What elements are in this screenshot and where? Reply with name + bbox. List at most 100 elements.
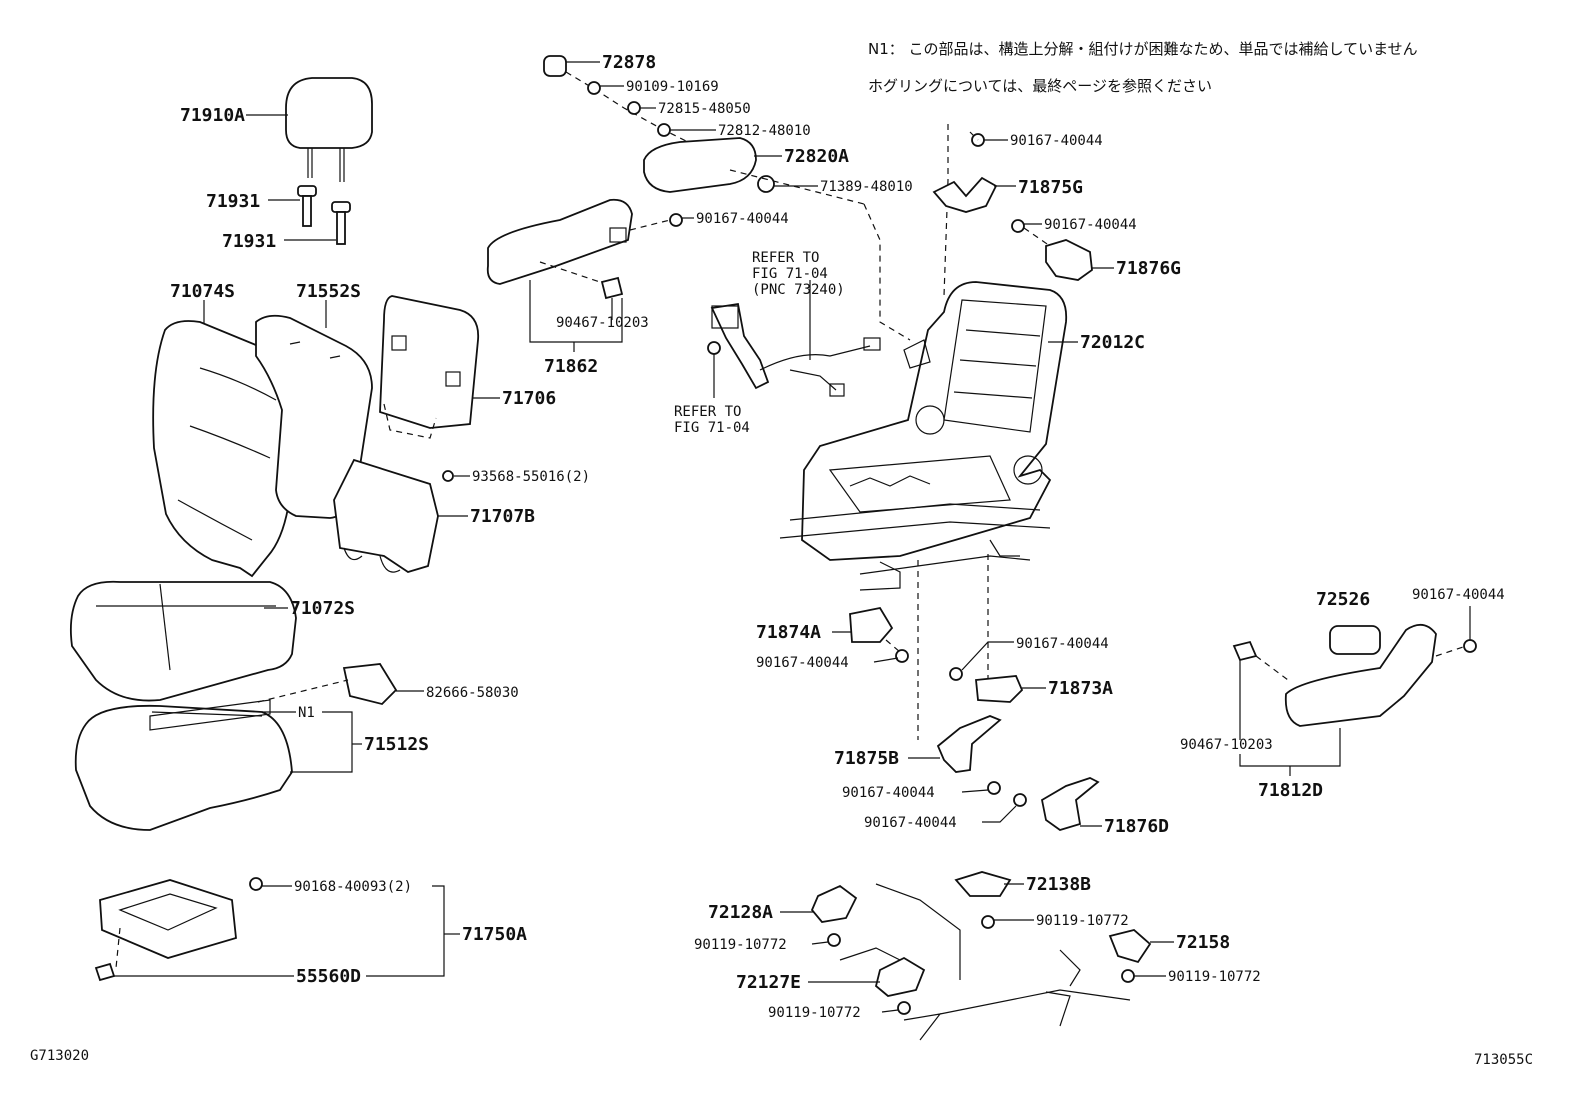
knob-72878 xyxy=(543,55,567,77)
label-72012C: 72012C xyxy=(1080,332,1145,353)
label-72526: 72526 xyxy=(1316,589,1370,610)
ref-b-line1: REFER TO xyxy=(674,404,741,420)
ref-b-line2: FIG 71-04 xyxy=(674,420,750,436)
label-90467-10203-a: 90467-10203 xyxy=(556,315,649,331)
bolt-icon xyxy=(707,341,721,355)
screw-icon xyxy=(1013,793,1027,807)
headrest-support-1 xyxy=(297,185,317,227)
screw-icon xyxy=(442,470,454,482)
note-n1: N1： この部品は、構造上分解・組付けが困難なため、単品では補給していません xyxy=(868,40,1418,58)
clip-icon xyxy=(600,276,624,300)
label-90167-40044-f: 90167-40044 xyxy=(1412,587,1505,603)
label-72128A: 72128A xyxy=(708,902,773,923)
label-72127E: 72127E xyxy=(736,972,801,993)
label-71074S: 71074S xyxy=(170,281,235,302)
seat-cushion-pad xyxy=(74,704,293,831)
seat-tray xyxy=(99,879,237,959)
screw-icon xyxy=(669,213,683,227)
washer-icon xyxy=(657,123,671,137)
label-90167-40044-e: 90167-40044 xyxy=(1016,636,1109,652)
label-71072S: 71072S xyxy=(290,598,355,619)
seatback-lower-panel xyxy=(333,458,439,573)
label-72815-48050: 72815-48050 xyxy=(658,101,751,117)
screw-icon xyxy=(1011,219,1025,233)
bolt-icon xyxy=(1121,969,1135,983)
seat-shield-71862 xyxy=(486,198,633,285)
bracket-71875B xyxy=(936,715,1002,773)
label-72820A: 72820A xyxy=(784,146,849,167)
recliner-cover-72820A xyxy=(643,137,757,193)
cushion-wire-frame xyxy=(149,699,271,731)
label-71512S: 71512S xyxy=(364,734,429,755)
label-90167-40044-a: 90167-40044 xyxy=(696,211,789,227)
note-hog-ring: ホグリングについては、最終ページを参照ください xyxy=(868,77,1212,95)
label-71706: 71706 xyxy=(502,388,556,409)
label-90119-10772-a: 90119-10772 xyxy=(694,937,787,953)
seatbelt-buckle xyxy=(710,302,881,397)
label-N1: N1 xyxy=(298,705,315,721)
label-90109-10169: 90109-10169 xyxy=(626,79,719,95)
label-90119-10772-c: 90119-10772 xyxy=(1036,913,1129,929)
bracket-71875G xyxy=(932,176,998,213)
label-71874A: 71874A xyxy=(756,622,821,643)
label-90167-40044-d: 90167-40044 xyxy=(756,655,849,671)
rail-sketch xyxy=(839,883,1131,1041)
cover-71874A xyxy=(849,606,894,643)
seat-cushion-cover xyxy=(69,580,297,702)
ref-a-line1: REFER TO xyxy=(752,250,819,266)
label-90167-40044-c: 90167-40044 xyxy=(1044,217,1137,233)
cover-72158 xyxy=(1108,929,1152,964)
label-82666-58030: 82666-58030 xyxy=(426,685,519,701)
label-72812-48010: 72812-48010 xyxy=(718,123,811,139)
headrest-support-2 xyxy=(331,201,351,245)
label-71389-48010: 71389-48010 xyxy=(820,179,913,195)
label-90167-40044-g: 90167-40044 xyxy=(842,785,935,801)
bushing-icon xyxy=(757,175,775,193)
clip-icon xyxy=(1232,640,1258,662)
label-90168-40093: 90168-40093(2) xyxy=(294,879,412,895)
label-93568-55016: 93568-55016(2) xyxy=(472,469,590,485)
cover-72138B xyxy=(954,871,1012,897)
cover-71876G xyxy=(1045,239,1093,281)
knob-72526 xyxy=(1329,625,1381,655)
label-71931-a: 71931 xyxy=(206,191,260,212)
label-71812D: 71812D xyxy=(1258,780,1323,801)
screw-icon xyxy=(895,649,909,663)
ref-a-line2: FIG 71-04 xyxy=(752,266,828,282)
label-71707B: 71707B xyxy=(470,506,535,527)
figure-code-left: G713020 xyxy=(30,1048,89,1064)
label-72158: 72158 xyxy=(1176,932,1230,953)
screw-icon xyxy=(587,81,601,95)
label-55560D: 55560D xyxy=(296,966,361,987)
label-71873A: 71873A xyxy=(1048,678,1113,699)
washer-icon xyxy=(627,101,641,115)
label-71875B: 71875B xyxy=(834,748,899,769)
headrest xyxy=(285,77,373,182)
label-90119-10772-d: 90119-10772 xyxy=(1168,969,1261,985)
cover-71876D xyxy=(1040,777,1100,831)
label-71552S: 71552S xyxy=(296,281,361,302)
label-90467-10203-b: 90467-10203 xyxy=(1180,737,1273,753)
label-71876D: 71876D xyxy=(1104,816,1169,837)
bolt-icon xyxy=(897,1001,911,1015)
seatback-cover xyxy=(152,320,301,578)
screw-icon xyxy=(1463,639,1477,653)
seat-frame xyxy=(779,281,1068,591)
cover-72128A xyxy=(810,884,858,923)
label-72138B: 72138B xyxy=(1026,874,1091,895)
side-cover-71812D xyxy=(1284,624,1437,727)
label-72878: 72878 xyxy=(602,52,656,73)
figure-code-right: 713055C xyxy=(1474,1052,1533,1068)
label-71862: 71862 xyxy=(544,356,598,377)
screw-icon xyxy=(949,667,963,681)
label-71910A: 71910A xyxy=(180,105,245,126)
screw-icon xyxy=(987,781,1001,795)
seatback-board xyxy=(379,295,480,429)
ref-a-line3: (PNC 73240) xyxy=(752,282,845,298)
cover-72127E xyxy=(874,956,926,997)
seat-cushion-clip xyxy=(342,663,398,705)
label-71876G: 71876G xyxy=(1116,258,1181,279)
bolt-icon xyxy=(827,933,841,947)
